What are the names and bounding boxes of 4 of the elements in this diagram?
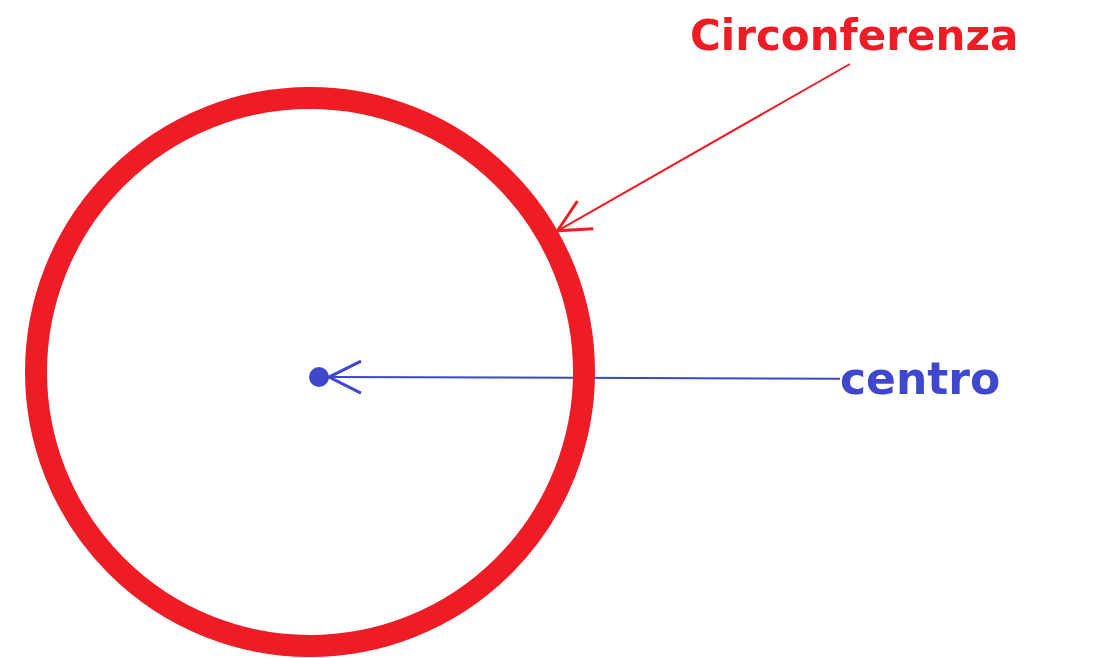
callout-label: Circonferenza (690, 8, 1108, 64)
arrow (556, 63, 851, 233)
callout-label: centro (840, 356, 1030, 402)
arrow (327, 359, 841, 395)
